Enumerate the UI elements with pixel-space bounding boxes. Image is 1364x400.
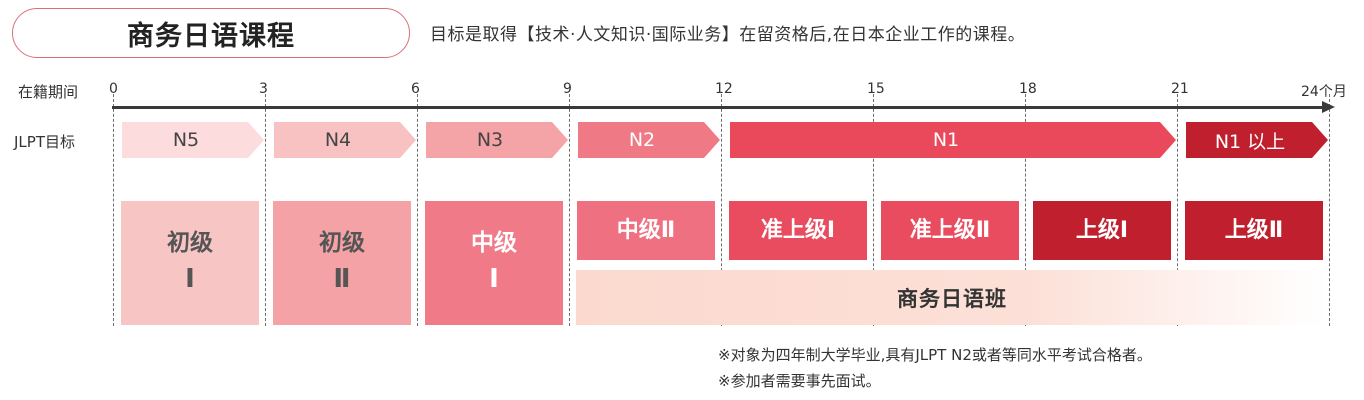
timeline-tick: 6 bbox=[411, 81, 420, 97]
timeline-tick: 15 bbox=[867, 81, 885, 97]
course-level-box: 中级 Ⅰ bbox=[425, 201, 563, 325]
timeline-tick: 24个月 bbox=[1301, 84, 1347, 100]
course-level-box: 上级Ⅰ bbox=[1033, 201, 1171, 260]
course-description: 目标是取得【技术·人文知识·国际业务】在留资格后,在日本企业工作的课程。 bbox=[430, 25, 1026, 45]
timeline-axis bbox=[112, 106, 1324, 109]
note-eligibility: ※对象为四年制大学毕业,具有JLPT N2或者等同水平考试合格者。 bbox=[718, 346, 1152, 364]
jlpt-level-arrow: N2 bbox=[578, 122, 720, 158]
timeline-gridline bbox=[721, 94, 722, 326]
timeline-gridline bbox=[113, 94, 114, 326]
course-level-numeral: Ⅱ bbox=[333, 263, 351, 294]
jlpt-level-arrow: N1 bbox=[730, 122, 1176, 158]
timeline-tick: 21 bbox=[1171, 81, 1189, 97]
course-level-box: 准上级Ⅱ bbox=[881, 201, 1019, 260]
course-level-label: 中级Ⅱ bbox=[616, 217, 676, 243]
timeline-gridline bbox=[873, 94, 874, 326]
page-title: 商务日语课程 bbox=[127, 20, 295, 52]
jlpt-target-label: JLPT目标 bbox=[14, 133, 75, 151]
course-level-label: 上级Ⅰ bbox=[1075, 217, 1129, 243]
course-title-pill: 商务日语课程 bbox=[12, 8, 410, 58]
note-interview: ※参加者需要事先面试。 bbox=[718, 372, 881, 390]
timeline-tick: 9 bbox=[563, 81, 572, 97]
timeline-tick: 3 bbox=[259, 81, 268, 97]
timeline-tick: 12 bbox=[715, 81, 733, 97]
course-level-label: 准上级Ⅰ bbox=[760, 217, 836, 243]
jlpt-level-arrow: N4 bbox=[274, 122, 416, 158]
axis-arrow-icon bbox=[1322, 101, 1335, 113]
course-level-label: 准上级Ⅱ bbox=[909, 217, 991, 243]
enrollment-period-label: 在籍期间 bbox=[18, 83, 79, 101]
course-level-box: 初级 Ⅰ bbox=[121, 201, 259, 325]
course-level-box: 准上级Ⅰ bbox=[729, 201, 867, 260]
jlpt-level-arrow: N5 bbox=[122, 122, 264, 158]
timeline-gridline bbox=[265, 94, 266, 326]
course-level-numeral: Ⅰ bbox=[185, 263, 195, 294]
timeline-gridline bbox=[417, 94, 418, 326]
timeline-tick: 0 bbox=[109, 81, 118, 97]
course-level-label: 上级Ⅱ bbox=[1224, 217, 1284, 243]
jlpt-level-arrow: N1 以上 bbox=[1186, 122, 1328, 158]
course-level-label: 初级 bbox=[167, 230, 213, 257]
timeline-gridline bbox=[1177, 94, 1178, 326]
course-level-label: 中级 bbox=[471, 230, 517, 257]
timeline-gridline bbox=[569, 94, 570, 326]
course-level-box: 上级Ⅱ bbox=[1185, 201, 1323, 260]
course-level-box: 中级Ⅱ bbox=[577, 201, 715, 260]
course-level-numeral: Ⅰ bbox=[489, 263, 499, 294]
timeline-gridline bbox=[1329, 94, 1330, 326]
jlpt-level-arrow: N3 bbox=[426, 122, 568, 158]
timeline-tick: 18 bbox=[1019, 81, 1037, 97]
course-level-label: 初级 bbox=[319, 230, 365, 257]
business-japanese-class-bar: 商务日语班 bbox=[576, 270, 1328, 325]
timeline-gridline bbox=[1025, 94, 1026, 326]
course-level-box: 初级 Ⅱ bbox=[273, 201, 411, 325]
business-class-label: 商务日语班 bbox=[897, 286, 1007, 311]
